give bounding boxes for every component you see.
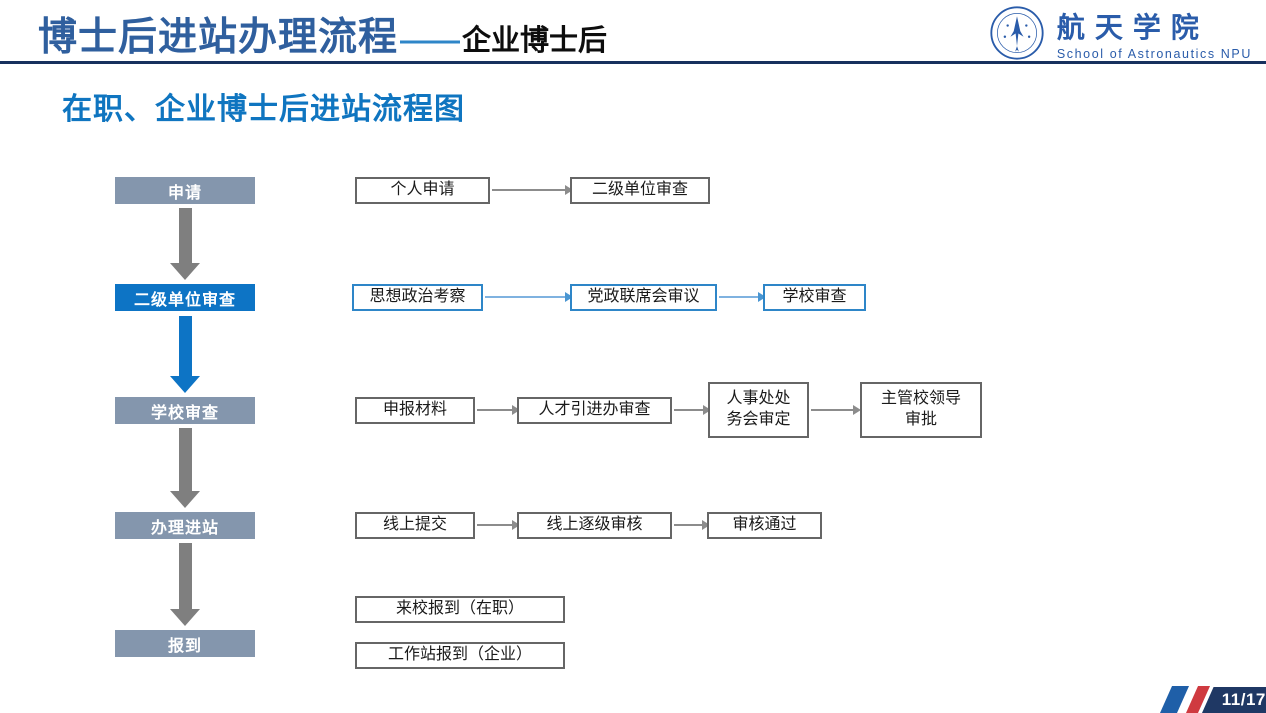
- arrow-right-blue-icon: [485, 292, 573, 302]
- footer-slash-blue: [1160, 686, 1190, 713]
- arrow-right-icon: [811, 405, 861, 415]
- arrow-right-icon: [674, 405, 711, 415]
- arrow-right-blue-icon: [719, 292, 766, 302]
- school-logo: 航天学院 School of Astronautics NPU: [989, 5, 1252, 61]
- flow-box-personal-apply: 个人申请: [355, 177, 490, 204]
- flow-box-online-submit: 线上提交: [355, 512, 475, 539]
- stage-unit-review: 二级单位审查: [115, 284, 255, 311]
- school-seal-icon: [990, 6, 1044, 60]
- stage-apply: 申请: [115, 177, 255, 204]
- arrow-right-icon: [674, 520, 710, 530]
- flow-box-unit-review: 二级单位审查: [570, 177, 710, 204]
- section-title: 在职、企业博士后进站流程图: [62, 93, 465, 126]
- flow-box-review-passed: 审核通过: [707, 512, 822, 539]
- flow-box-talent-office-review: 人才引进办审查: [517, 397, 672, 424]
- stage-school-review: 学校审查: [115, 397, 255, 424]
- arrow-right-icon: [477, 405, 520, 415]
- down-arrow-icon: [170, 543, 200, 626]
- header-divider: [0, 61, 1266, 64]
- down-arrow-blue-icon: [170, 316, 200, 393]
- flow-box-materials: 申报材料: [355, 397, 475, 424]
- flow-box-school-review: 学校审查: [763, 284, 866, 311]
- flow-box-hr-meeting: 人事处处 务会审定: [708, 382, 809, 438]
- flow-box-political-check: 思想政治考察: [352, 284, 483, 311]
- down-arrow-icon: [170, 428, 200, 508]
- flow-box-report-workstation: 工作站报到（企业）: [355, 642, 565, 669]
- arrow-right-icon: [492, 185, 573, 195]
- flow-box-leader-approval: 主管校领导 审批: [860, 382, 982, 438]
- stage-process-entry: 办理进站: [115, 512, 255, 539]
- title-main: 博士后进站办理流程: [38, 16, 399, 59]
- flow-box-online-review: 线上逐级审核: [517, 512, 672, 539]
- page-number: 11/17: [1221, 690, 1266, 709]
- slide-title: 博士后进站办理流程 —— 企业博士后: [38, 6, 607, 62]
- arrow-right-icon: [477, 520, 520, 530]
- logo-name-en: School of Astronautics NPU: [1056, 46, 1252, 61]
- title-sub: 企业博士后: [462, 25, 608, 57]
- title-dash: ——: [400, 24, 461, 57]
- logo-name-cn: 航天学院: [1056, 11, 1209, 43]
- down-arrow-icon: [170, 208, 200, 280]
- logo-text: 航天学院 School of Astronautics NPU: [1057, 6, 1252, 61]
- flow-box-report-school: 来校报到（在职）: [355, 596, 565, 623]
- flow-box-joint-meeting: 党政联席会审议: [570, 284, 717, 311]
- page-number-badge: 11/17: [1202, 687, 1266, 713]
- stage-report: 报到: [115, 630, 255, 657]
